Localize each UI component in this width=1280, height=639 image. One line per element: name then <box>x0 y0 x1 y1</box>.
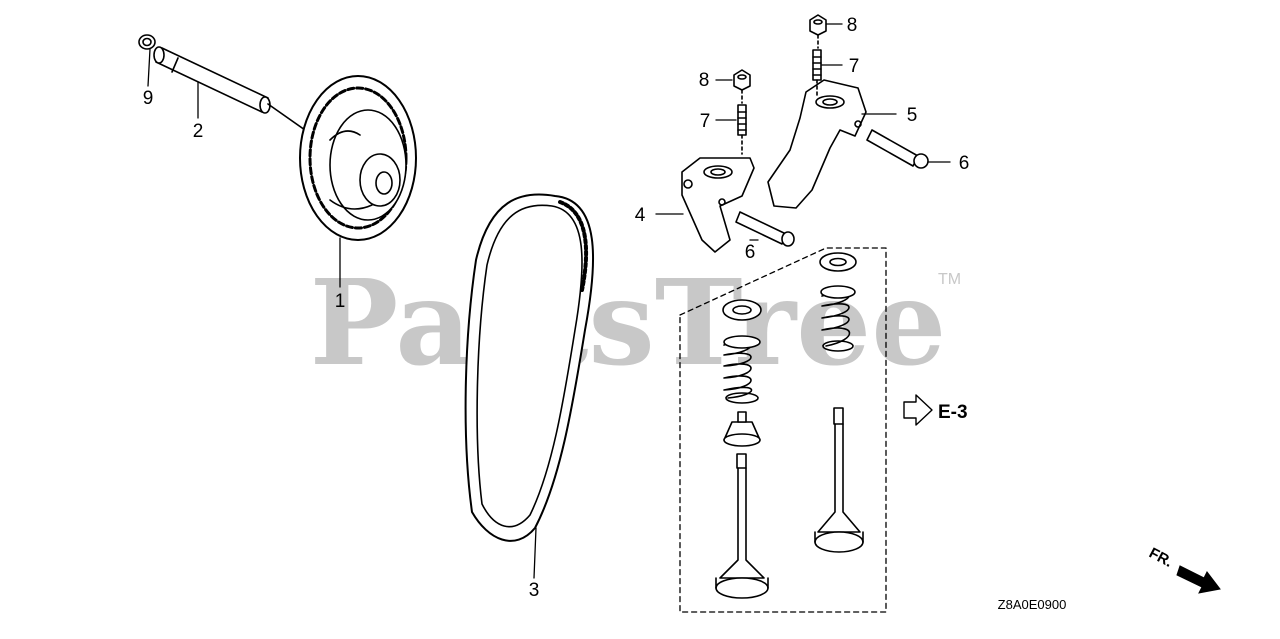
cam-pulley-part-1 <box>299 75 417 241</box>
callout-8-right: 8 <box>847 15 858 36</box>
callout-leader-lines <box>147 23 951 579</box>
camshaft-part-2 <box>153 46 306 131</box>
callout-6-upper: 6 <box>959 153 970 174</box>
callout-7-left: 7 <box>700 111 711 132</box>
callout-2: 2 <box>193 121 204 142</box>
callout-8-left: 8 <box>699 70 710 91</box>
adjust-stud-part-7-left <box>737 104 747 155</box>
valve-assembly-left <box>715 299 769 599</box>
rocker-arm-part-5 <box>767 79 867 209</box>
callout-6-lower: 6 <box>745 242 756 263</box>
adjust-stud-part-7-right <box>812 49 822 97</box>
callout-5: 5 <box>907 105 918 126</box>
valve-assembly-right <box>814 252 864 553</box>
callout-1: 1 <box>335 291 346 312</box>
front-direction-indicator: FR. <box>1146 545 1221 594</box>
callout-7-right: 7 <box>849 56 860 77</box>
callout-3: 3 <box>529 580 540 601</box>
diagram-code: Z8A0E0900 <box>998 597 1067 612</box>
pivot-bolt-part-6-upper <box>866 129 929 169</box>
nut-part-8-left <box>733 69 751 104</box>
rocker-arm-part-4 <box>681 157 755 253</box>
pivot-bolt-part-6-lower <box>735 211 795 247</box>
front-label: FR. <box>1146 545 1175 571</box>
timing-belt-part-3 <box>464 193 595 542</box>
reference-label: E-3 <box>938 402 968 423</box>
front-arrow-icon <box>1176 565 1221 594</box>
callout-9: 9 <box>143 88 154 109</box>
watermark-text: PartsTree <box>310 253 947 392</box>
nut-part-8-right <box>809 14 827 49</box>
reference-arrow-icon <box>903 394 933 426</box>
watermark-trademark: TM <box>938 271 961 288</box>
valve-assembly-dashed-outline <box>679 247 887 613</box>
callout-4: 4 <box>635 205 646 226</box>
washer-part-9 <box>138 34 156 50</box>
